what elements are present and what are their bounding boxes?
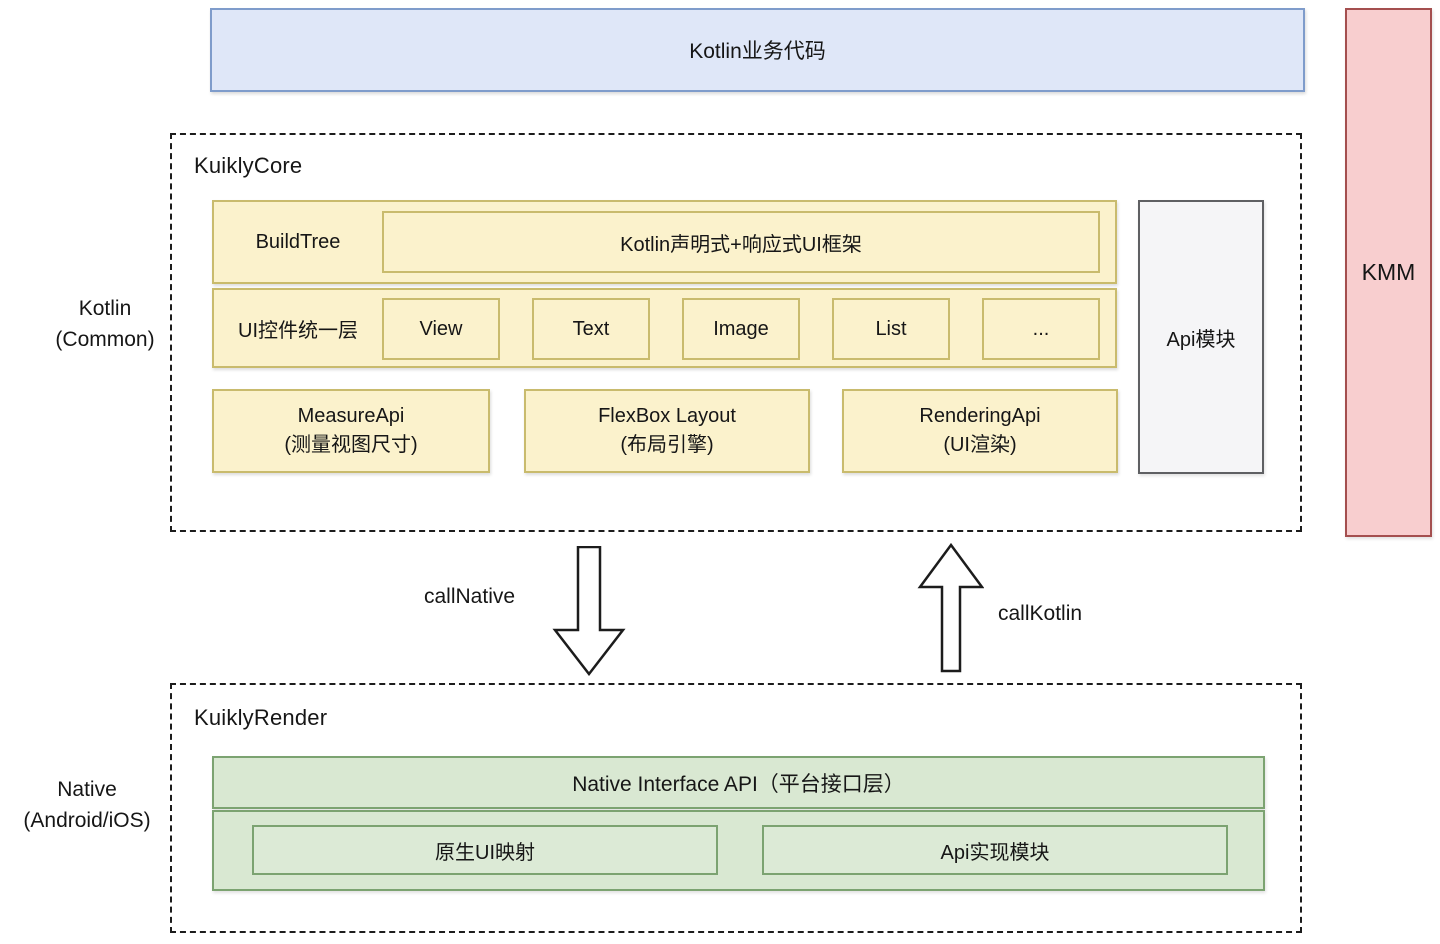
build-tree-row: BuildTree Kotlin声明式+响应式UI框架 bbox=[212, 200, 1117, 284]
measure-api-subtitle: (测量视图尺寸) bbox=[284, 434, 418, 456]
call-native-arrow-icon bbox=[552, 546, 626, 676]
kotlin-common-side-label: Kotlin (Common) bbox=[15, 293, 195, 355]
native-line2: (Android/iOS) bbox=[23, 809, 151, 832]
widget-box-list: List bbox=[832, 298, 950, 360]
api-implementation-box: Api实现模块 bbox=[762, 825, 1228, 875]
native-ui-mapping-label: 原生UI映射 bbox=[435, 841, 535, 864]
call-kotlin-label: callKotlin bbox=[998, 602, 1083, 625]
rendering-api-title: RenderingApi bbox=[919, 405, 1041, 427]
flexbox-layout-subtitle: (布局引擎) bbox=[620, 434, 714, 456]
ui-framework-label: Kotlin声明式+响应式UI框架 bbox=[620, 233, 862, 256]
measure-api-title: MeasureApi bbox=[297, 405, 405, 427]
api-module-box: Api模块 bbox=[1138, 200, 1264, 474]
native-line1: Native bbox=[57, 778, 117, 801]
kotlin-common-line1: Kotlin bbox=[78, 297, 132, 320]
widget-layer-row: UI控件统一层 View Text Image List ... bbox=[212, 288, 1117, 368]
api-implementation-label: Api实现模块 bbox=[940, 841, 1050, 864]
ui-framework-box: Kotlin声明式+响应式UI框架 bbox=[382, 211, 1100, 273]
kuikly-render-title: KuiklyRender bbox=[194, 705, 328, 730]
capability-box-rendering-api: RenderingApi (UI渲染) bbox=[842, 389, 1118, 473]
render-modules-row: 原生UI映射 Api实现模块 bbox=[212, 810, 1265, 891]
call-kotlin-arrow-icon bbox=[917, 543, 984, 673]
widget-box-view: View bbox=[382, 298, 500, 360]
widget-box-text: Text bbox=[532, 298, 650, 360]
api-module-label: Api模块 bbox=[1166, 328, 1236, 351]
native-interface-api-box: Native Interface API（平台接口层） bbox=[212, 756, 1265, 809]
widget-box-image: Image bbox=[682, 298, 800, 360]
widget-box-more: ... bbox=[982, 298, 1100, 360]
kotlin-business-code-label: Kotlin业务代码 bbox=[689, 40, 826, 63]
flexbox-layout-title: FlexBox Layout bbox=[598, 405, 736, 427]
kotlin-common-line2: (Common) bbox=[55, 328, 155, 351]
build-tree-label-wrap: BuildTree bbox=[214, 202, 382, 282]
kuikly-render-container: KuiklyRender Native Interface API（平台接口层）… bbox=[170, 683, 1302, 933]
native-ui-mapping-box: 原生UI映射 bbox=[252, 825, 718, 875]
native-interface-api-label: Native Interface API（平台接口层） bbox=[572, 772, 905, 796]
capability-box-measure-api: MeasureApi (测量视图尺寸) bbox=[212, 389, 490, 473]
kuikly-core-title: KuiklyCore bbox=[194, 153, 303, 178]
kotlin-business-code-box: Kotlin业务代码 bbox=[210, 8, 1305, 92]
capability-box-flexbox-layout: FlexBox Layout (布局引擎) bbox=[524, 389, 810, 473]
native-side-label: Native (Android/iOS) bbox=[3, 774, 171, 836]
widget-layer-label-wrap: UI控件统一层 bbox=[218, 290, 378, 366]
kmm-label: KMM bbox=[1361, 259, 1416, 285]
rendering-api-subtitle: (UI渲染) bbox=[943, 434, 1017, 456]
kmm-box: KMM bbox=[1345, 8, 1432, 537]
widget-layer-label: UI控件统一层 bbox=[238, 319, 358, 342]
kuikly-core-container: KuiklyCore BuildTree Kotlin声明式+响应式UI框架 U… bbox=[170, 133, 1302, 532]
call-native-label: callNative bbox=[424, 585, 516, 608]
widget-boxes: View Text Image List ... bbox=[382, 298, 1100, 360]
build-tree-label: BuildTree bbox=[255, 230, 341, 253]
